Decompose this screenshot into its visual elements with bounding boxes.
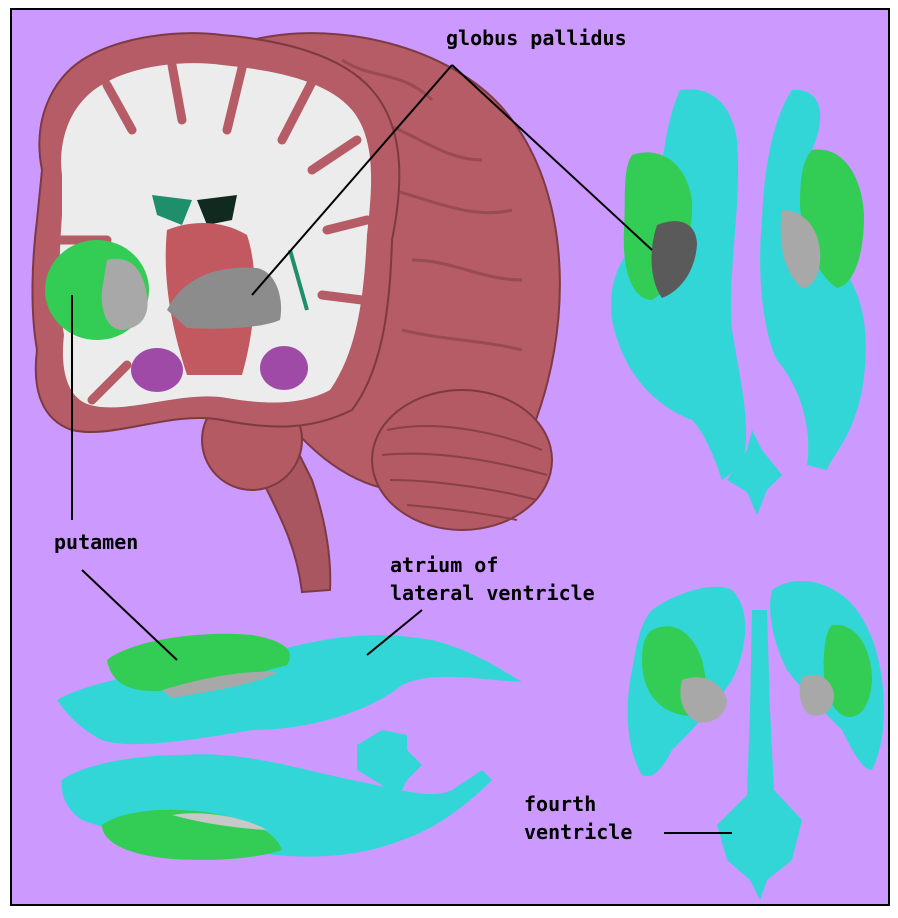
label-fourth-line2: ventricle (524, 818, 632, 846)
anatomy-illustration (12, 10, 888, 904)
amygdala-left (131, 348, 183, 392)
label-putamen: putamen (54, 528, 138, 556)
figure-frame: globus pallidus putamen atrium of latera… (10, 8, 890, 906)
label-globus-pallidus: globus pallidus (446, 24, 627, 52)
cerebellum (372, 390, 552, 530)
label-atrium-line2: lateral ventricle (390, 579, 595, 607)
label-atrium-line1: atrium of (390, 551, 498, 579)
label-fourth-line1: fourth (524, 790, 596, 818)
amygdala-right (260, 346, 308, 390)
